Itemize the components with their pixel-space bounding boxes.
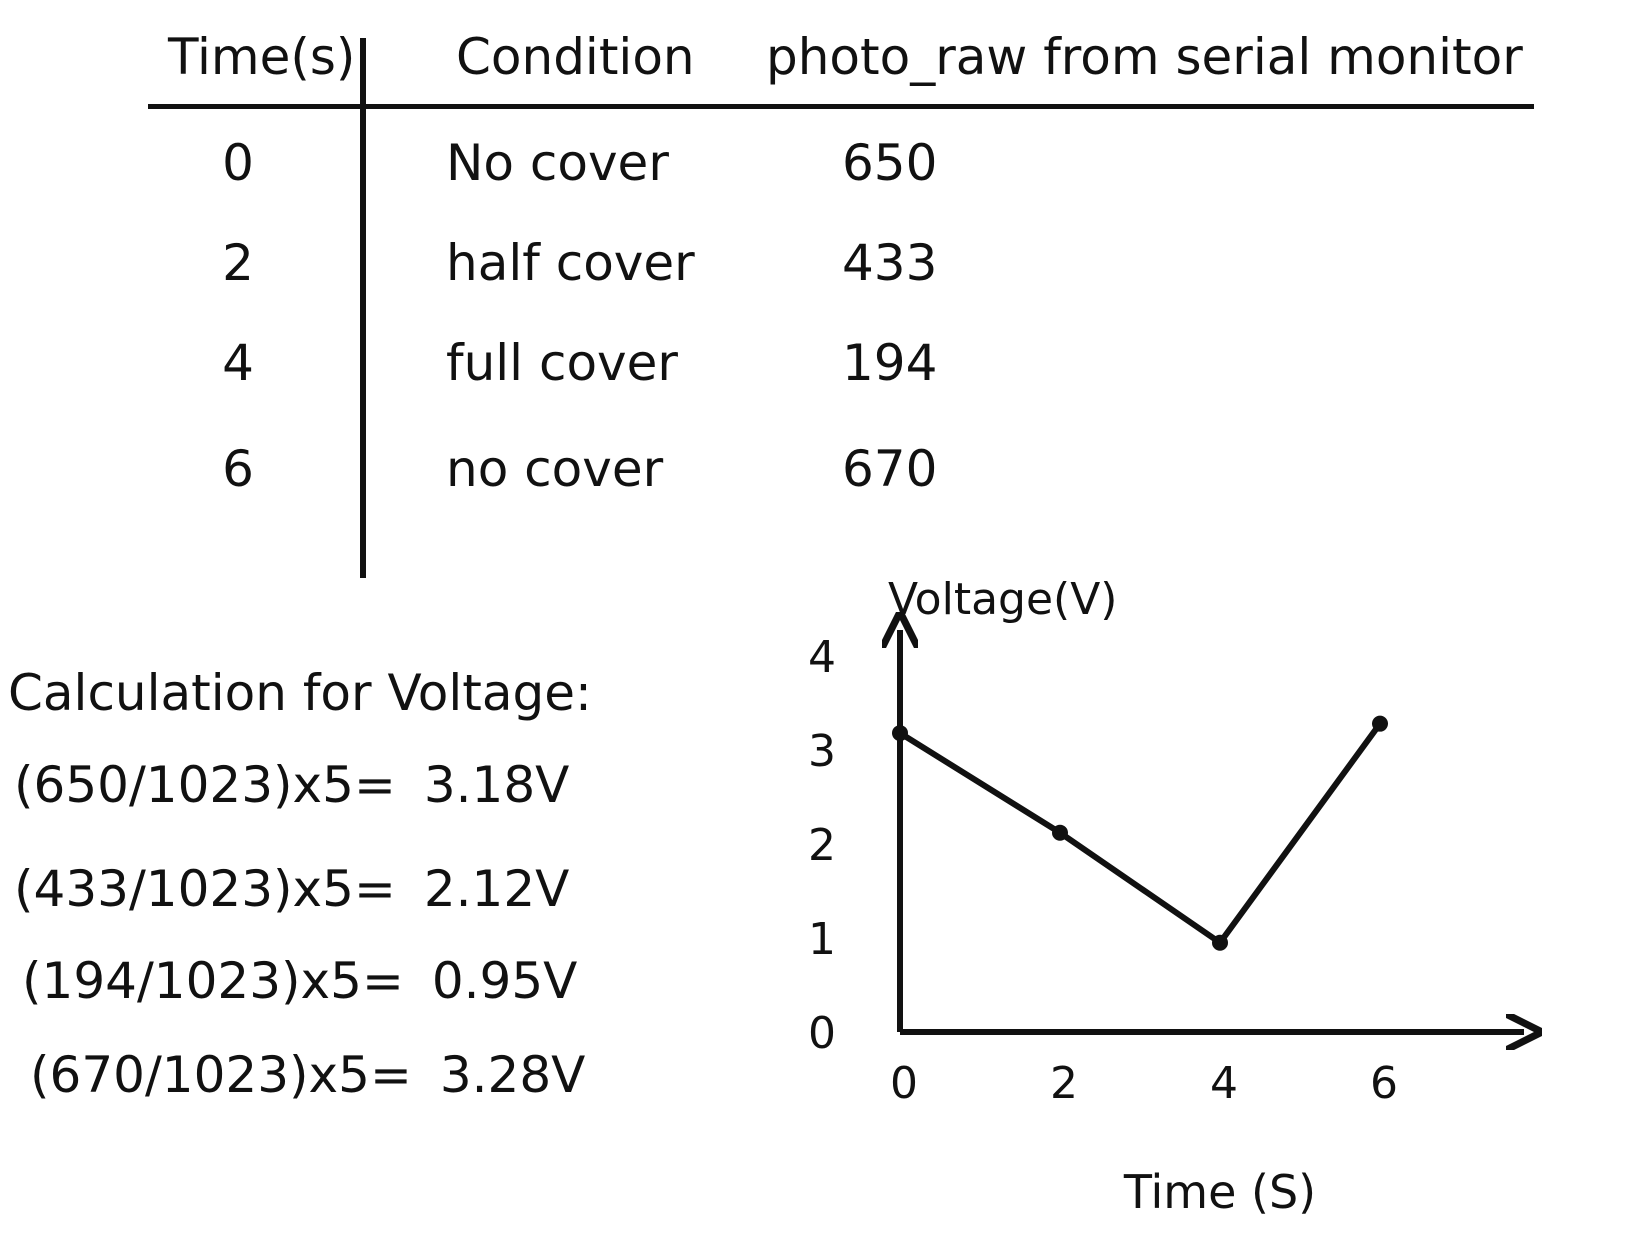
- cell-photo-raw: 650: [842, 134, 938, 192]
- table-header-rule: [148, 104, 1534, 109]
- calculation-line: (194/1023)x5= 0.95V: [22, 952, 577, 1010]
- table-row: 6 no cover 670: [0, 440, 1632, 520]
- y-tick-label: 0: [808, 1008, 836, 1059]
- y-axis-label: Voltage(V): [888, 580, 1117, 625]
- cell-time: 2: [222, 234, 254, 292]
- x-axis-label: Time (S): [1123, 1165, 1316, 1219]
- series-line: [898, 721, 1383, 946]
- data-point: [1372, 715, 1388, 732]
- calculation-expression: (433/1023)x5=: [14, 860, 396, 918]
- calculation-line: (650/1023)x5= 3.18V: [14, 756, 569, 814]
- calculation-expression: (650/1023)x5=: [14, 756, 396, 814]
- x-tick-label: 4: [1210, 1058, 1238, 1109]
- cell-condition: full cover: [446, 334, 678, 392]
- y-tick-label: 2: [808, 820, 836, 871]
- calculation-line: (670/1023)x5= 3.28V: [30, 1046, 585, 1104]
- data-point: [1052, 824, 1068, 841]
- header-time: Time(s): [168, 28, 356, 86]
- cell-photo-raw: 194: [842, 334, 938, 392]
- calculation-line: (433/1023)x5= 2.12V: [14, 860, 569, 918]
- calculation-result: 3.28V: [439, 1046, 586, 1104]
- cell-time: 4: [222, 334, 254, 392]
- x-tick-label: 0: [890, 1058, 918, 1109]
- cell-photo-raw: 433: [842, 234, 938, 292]
- calculation-expression: (670/1023)x5=: [30, 1046, 412, 1104]
- table-row: 0 No cover 650: [0, 134, 1632, 214]
- cell-time: 0: [222, 134, 254, 192]
- voltage-series: [892, 715, 1388, 951]
- calculation-title: Calculation for Voltage:: [8, 664, 592, 722]
- calculation-expression: (194/1023)x5=: [22, 952, 404, 1010]
- x-tick-labels: 0 2 4 6: [890, 1058, 1398, 1109]
- cell-condition: no cover: [446, 440, 664, 498]
- y-tick-label: 4: [808, 632, 836, 683]
- y-tick-labels: 0 1 2 3 4: [808, 632, 836, 1059]
- cell-photo-raw: 670: [842, 440, 938, 498]
- data-point: [1212, 934, 1228, 951]
- table-row: 2 half cover 433: [0, 234, 1632, 314]
- cell-condition: No cover: [446, 134, 669, 192]
- table-column-rule: [360, 38, 366, 578]
- cell-condition: half cover: [446, 234, 695, 292]
- calculation-result: 2.12V: [423, 860, 570, 918]
- calculation-result: 3.18V: [423, 756, 570, 814]
- y-tick-label: 3: [808, 726, 836, 777]
- table-row: 4 full cover 194: [0, 334, 1632, 414]
- calculation-result: 0.95V: [431, 952, 578, 1010]
- voltage-time-chart: Voltage(V) Time (S) 0 1 2 3 4 0 2 4 6: [808, 580, 1600, 1219]
- data-point: [892, 725, 908, 742]
- header-photo-raw: photo_raw from serial monitor: [766, 28, 1523, 86]
- header-condition: Condition: [456, 28, 695, 86]
- x-tick-label: 6: [1370, 1058, 1398, 1109]
- cell-time: 6: [222, 440, 254, 498]
- y-tick-label: 1: [808, 914, 836, 965]
- x-tick-label: 2: [1050, 1058, 1078, 1109]
